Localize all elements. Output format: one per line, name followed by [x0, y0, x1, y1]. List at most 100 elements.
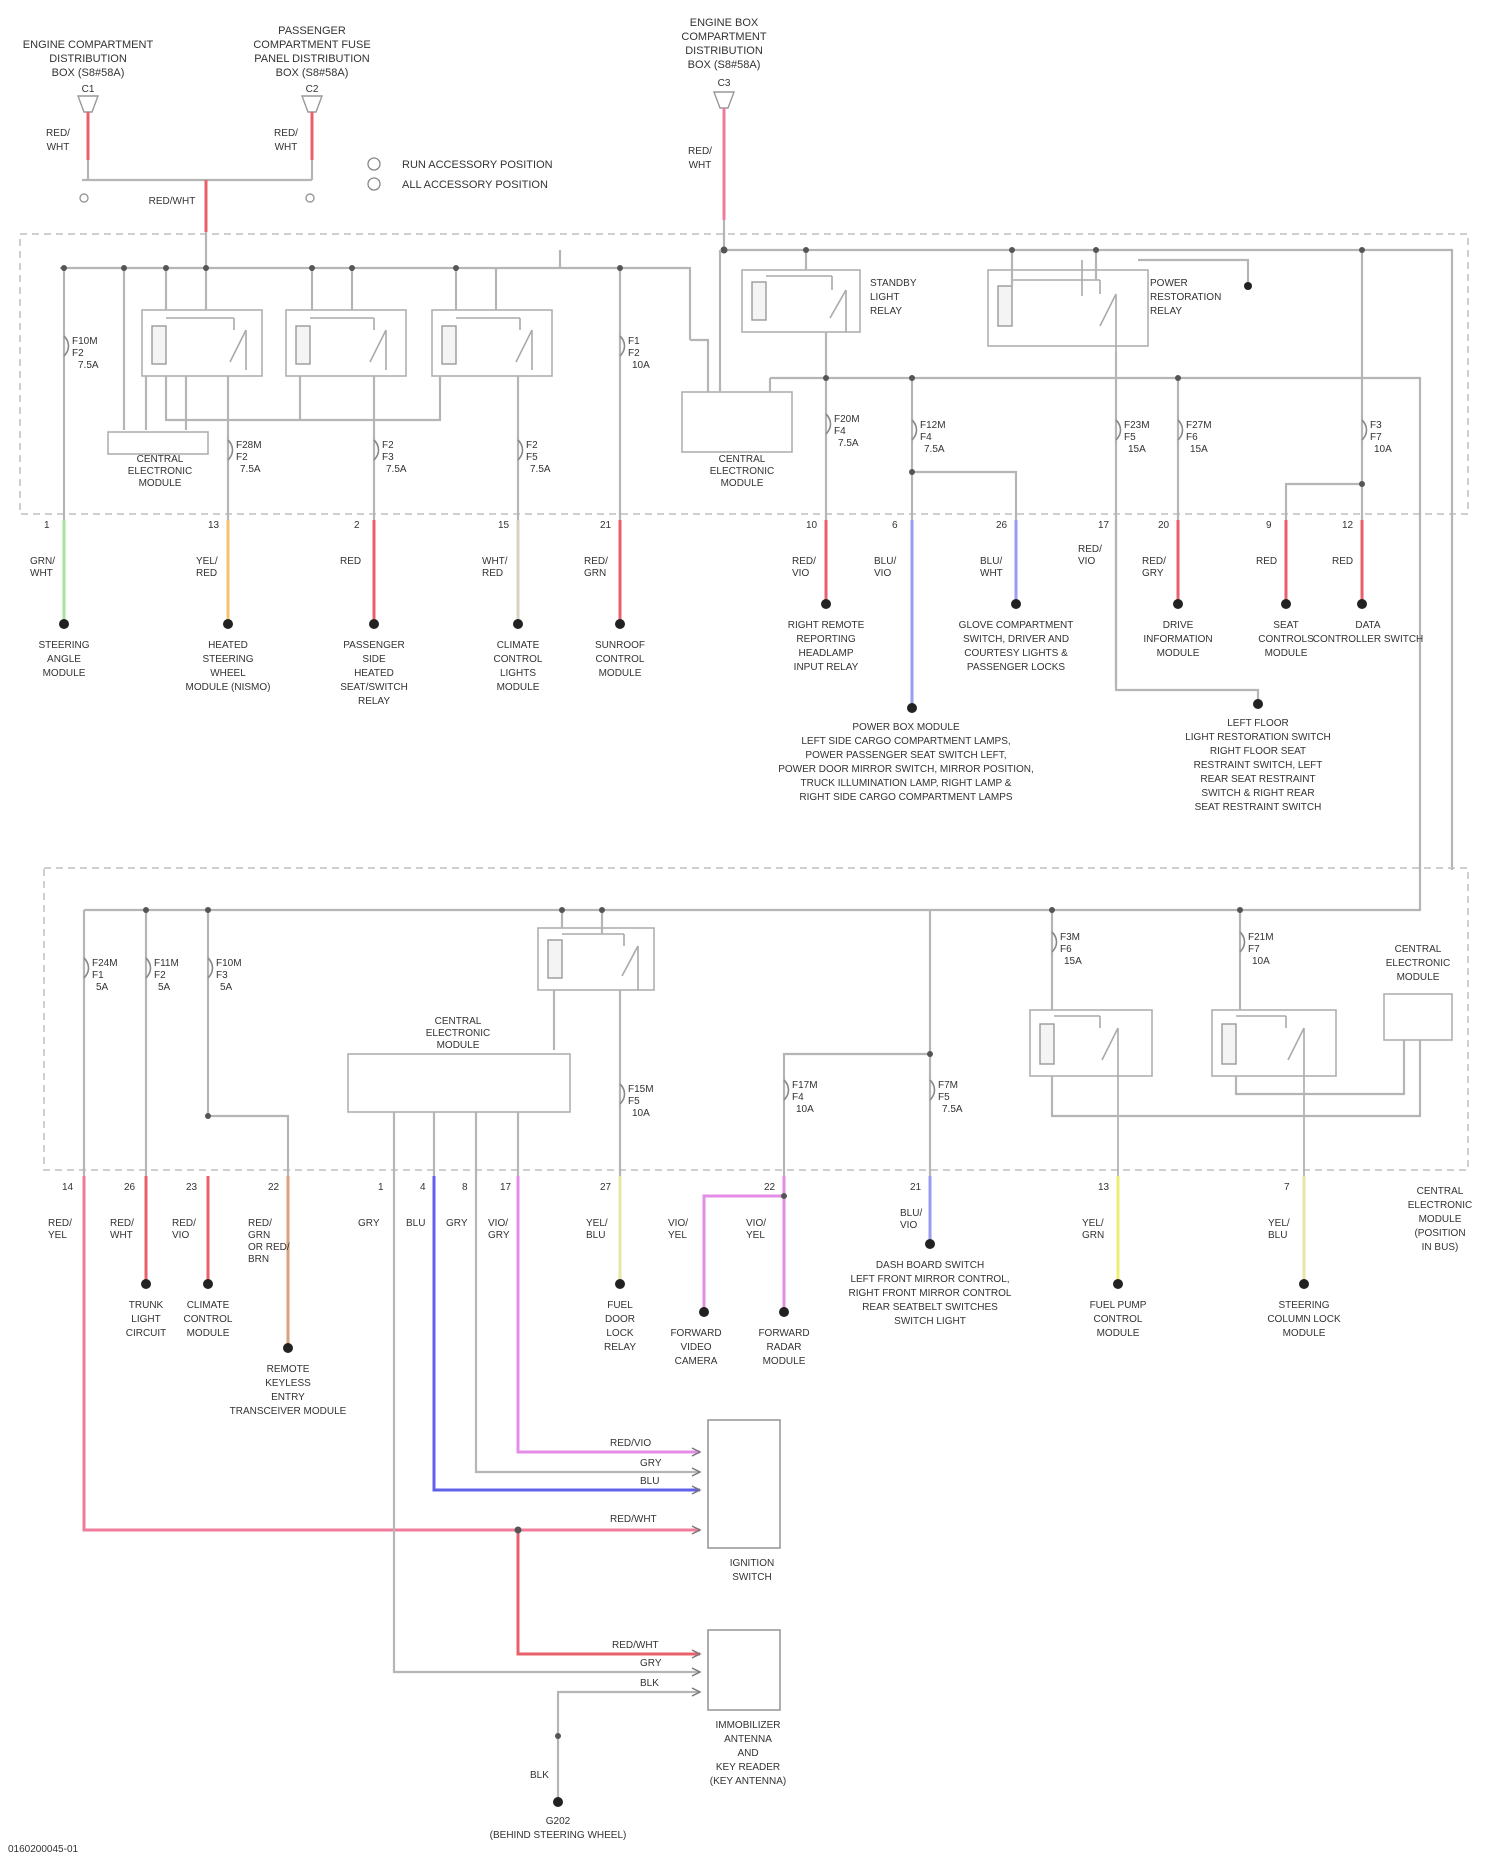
load-label-line: CONTROL: [184, 1314, 233, 1325]
load-label-line: RELAY: [358, 696, 390, 707]
splice-dot: [555, 1733, 561, 1739]
wire-blue-to-ignition: [434, 1176, 700, 1490]
wire-color-label: YEL: [668, 1230, 687, 1241]
lower-fuses: F24M F1 5A F11M F2 5A F10M F3 5A F15M F5…: [84, 932, 1274, 1119]
fuse: F17M F4 10A: [784, 1080, 818, 1115]
fuse: F1 F2 10A: [620, 336, 650, 371]
splice-dot: [453, 265, 459, 271]
load-fuel-door-lock: FUEL DOOR LOCK RELAY: [604, 1300, 636, 1353]
fuse-label: F4: [920, 432, 932, 443]
load-forward-radar: FORWARD RADAR MODULE: [758, 1328, 809, 1367]
load-label-line: SWITCH, DRIVER AND: [963, 634, 1069, 645]
wire-color-label: GRY: [358, 1218, 380, 1229]
note-line: SEAT RESTRAINT SWITCH: [1195, 802, 1322, 813]
load-label-line: SWITCH LIGHT: [894, 1316, 966, 1327]
load-label-line: HEATED: [208, 640, 248, 651]
load-dash-board-switch: DASH BOARD SWITCH LEFT FRONT MIRROR CONT…: [849, 1260, 1012, 1327]
load-label-line: SUNROOF: [595, 640, 645, 651]
diagram-id: 0160200045-01: [8, 1844, 79, 1855]
top-source-label-line: ENGINE COMPARTMENT: [23, 39, 154, 51]
connector-pin: 27: [600, 1182, 612, 1193]
note-line: MODULE: [1419, 1214, 1462, 1225]
load-label-line: MODULE: [599, 668, 642, 679]
relay-label-line: RESTORATION: [1150, 292, 1221, 303]
splice-dot: [1049, 907, 1055, 913]
fuse-label: 15A: [1128, 444, 1146, 455]
fuse: F10M F2 7.5A: [64, 336, 99, 371]
connector-pin: 23: [186, 1182, 198, 1193]
wire-color-label: YEL/: [586, 1218, 608, 1229]
load-climate-control-lights: CLIMATE CONTROL LIGHTS MODULE: [494, 640, 543, 693]
wire-red-white-to-immobilizer: [518, 1530, 700, 1654]
wire-color-label: VIO: [172, 1230, 189, 1241]
splice-dot: [909, 375, 915, 381]
upper-connectors: 1 13 2 15 21 10 6 26 17 20 9 12: [44, 520, 1354, 531]
connector-pin: 17: [500, 1182, 512, 1193]
ground-label: (BEHIND STEERING WHEEL): [490, 1830, 627, 1841]
wire-color-label: GRY: [488, 1230, 510, 1241]
wire-color-label: VIO/: [488, 1218, 508, 1229]
load-label-line: RADAR: [766, 1342, 801, 1353]
splice-dot: [1359, 481, 1365, 487]
load-passenger-heated-seat: PASSENGER SIDE HEATED SEAT/SWITCH RELAY: [340, 640, 408, 707]
module-label-line: CENTRAL: [1395, 944, 1442, 955]
connector-pin: 26: [996, 520, 1008, 531]
connector-pin: 1: [378, 1182, 384, 1193]
wire-color-label: RED/: [48, 1218, 72, 1229]
load-label-line: ENTRY: [271, 1392, 305, 1403]
load-label-line: SEAT/SWITCH: [340, 682, 408, 693]
component-label-line: IMMOBILIZER: [715, 1720, 780, 1731]
fuse-label: F20M: [834, 414, 860, 425]
note-line: RESTRAINT SWITCH, LEFT: [1194, 760, 1323, 771]
wire-color-label: RED: [1256, 556, 1277, 567]
top-source-label-line: BOX (S8#58A): [688, 59, 761, 71]
terminal-dot: [1173, 599, 1183, 609]
load-label-line: REAR SEATBELT SWITCHES: [862, 1302, 998, 1313]
wire-color-label: VIO: [1078, 556, 1095, 567]
terminal-dot: [223, 619, 233, 629]
fuse: F27M F6 15A: [1178, 420, 1212, 455]
fuse-label: 7.5A: [924, 444, 945, 455]
top-wire-color: RED/: [688, 146, 712, 157]
note-line: POWER DOOR MIRROR SWITCH, MIRROR POSITIO…: [778, 764, 1034, 775]
load-label-line: HEATED: [354, 668, 394, 679]
wire-color-label: YEL/: [1268, 1218, 1290, 1229]
load-seat-controls: SEAT CONTROLS MODULE: [1258, 620, 1314, 659]
note-line: IN BUS): [1422, 1242, 1459, 1253]
wire-color-label: VIO/: [746, 1218, 766, 1229]
terminal-dot: [615, 1279, 625, 1289]
note-line: REAR SEAT RESTRAINT: [1200, 774, 1315, 785]
wire-color-label: GRY: [640, 1458, 662, 1469]
splice-dot: [721, 247, 728, 254]
wire-color-label: VIO: [792, 568, 809, 579]
wire-branch: [912, 472, 1016, 520]
wire-gray-to-immobilizer: [394, 1176, 700, 1672]
ground-terminal-icon: [553, 1797, 563, 1807]
load-label-line: LIGHT: [131, 1314, 160, 1325]
terminal-dot: [1299, 1279, 1309, 1289]
terminal-dot: [779, 1307, 789, 1317]
splice-dot: [781, 1193, 787, 1199]
terminal-dot: [907, 703, 917, 713]
connector-pin: 6: [892, 520, 898, 531]
wire-color-label: GRY: [1142, 568, 1164, 579]
fuse: F10M F3 5A: [208, 958, 242, 993]
fuse-label: F2: [72, 348, 84, 359]
load-label-line: DATA: [1355, 620, 1381, 631]
terminal-dot: [1113, 1279, 1123, 1289]
load-label-line: CONTROL: [494, 654, 543, 665]
note-line: RIGHT FLOOR SEAT: [1210, 746, 1306, 757]
wire-color-label: RED: [340, 556, 361, 567]
load-glove-compartment: GLOVE COMPARTMENT SWITCH, DRIVER AND COU…: [959, 620, 1074, 673]
fuse-label: F4: [834, 426, 846, 437]
load-label-line: RELAY: [604, 1342, 636, 1353]
fuse-label: 7.5A: [838, 438, 859, 449]
load-label-line: CONTROLLER SWITCH: [1313, 634, 1424, 645]
load-label-line: RIGHT FRONT MIRROR CONTROL: [849, 1288, 1012, 1299]
wire-color-label: GRY: [640, 1658, 662, 1669]
module-box: [348, 1054, 570, 1112]
load-label-line: STEERING: [38, 640, 89, 651]
connector-pin: 1: [44, 520, 50, 531]
module-upper-left: CENTRAL ELECTRONIC MODULE: [108, 432, 208, 489]
wire-color-label: RED: [1332, 556, 1353, 567]
